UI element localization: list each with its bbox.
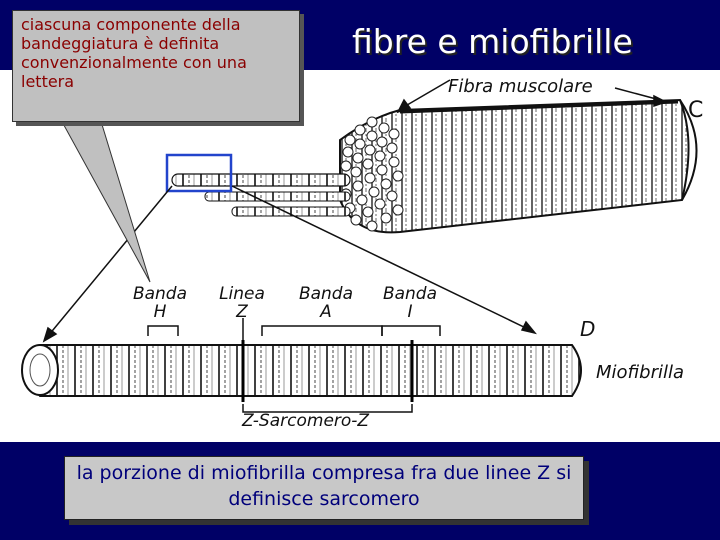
diagram-arrows [42, 79, 668, 343]
definition-text: la porzione di miofibrilla compresa fra … [76, 462, 572, 510]
definition-box: la porzione di miofibrilla compresa fra … [64, 456, 584, 520]
panel-c-label: C [688, 98, 704, 123]
callout-text: ciascuna componente della bandeggiatura … [21, 15, 247, 91]
highlight-box [165, 153, 233, 193]
muscle-fiber [338, 98, 698, 234]
sarcomero-label: Z-Sarcomero-Z [242, 411, 370, 431]
myofibril [21, 340, 582, 402]
miofibrilla-label: Miofibrilla [596, 362, 685, 383]
muscle-diagram: Fibra muscolare C D Banda H Linea Z Band… [0, 70, 720, 442]
banda-a-label: Banda A [298, 284, 354, 322]
fibra-muscolare-label: Fibra muscolare [448, 76, 593, 97]
banda-i-label: Banda I [382, 284, 438, 322]
page-title: fibre e miofibrille [352, 22, 633, 61]
diagram-drawing [21, 79, 698, 413]
protruding-myofibrils [171, 173, 351, 217]
banda-h-label: Banda H [132, 284, 188, 322]
band-brackets [147, 318, 441, 413]
callout-box: ciascuna componente della bandeggiatura … [12, 10, 300, 122]
panel-d-label: D [580, 317, 596, 341]
linea-z-label: Linea Z [219, 284, 265, 322]
